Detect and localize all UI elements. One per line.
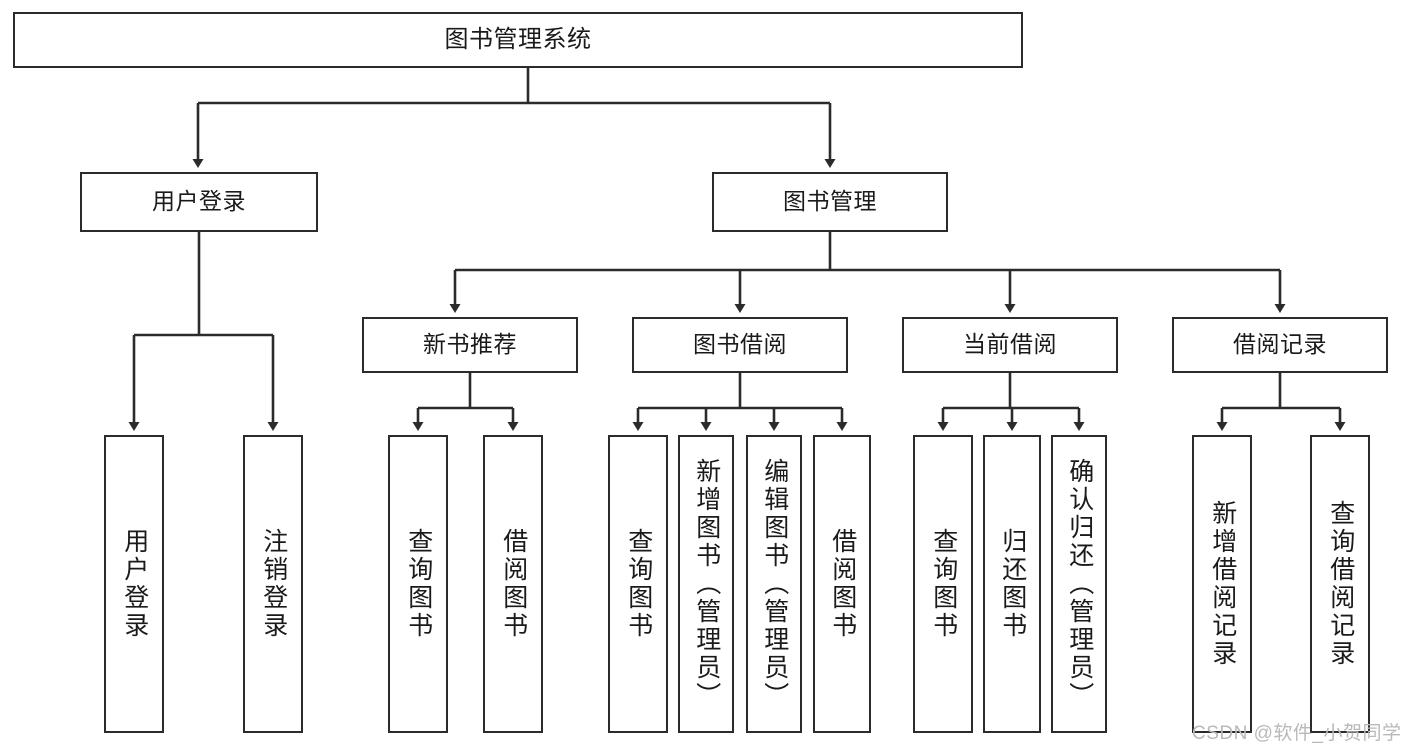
leaf-node-label: 编辑图书（管理员）: [760, 458, 789, 710]
leaf-node-label: 查询图书: [404, 528, 433, 640]
leaf-node[interactable]: 注销登录: [243, 435, 303, 733]
node-book-borrow[interactable]: 图书借阅: [632, 317, 848, 373]
node-borrow-records-label: 借阅记录: [1233, 331, 1327, 358]
node-new-book-recommend-label: 新书推荐: [423, 331, 517, 358]
leaf-node[interactable]: 查询借阅记录: [1310, 435, 1370, 733]
leaf-node[interactable]: 用户登录: [104, 435, 164, 733]
leaf-node-label: 查询借阅记录: [1326, 500, 1355, 668]
node-book-borrow-label: 图书借阅: [693, 331, 787, 358]
leaf-node[interactable]: 编辑图书（管理员）: [746, 435, 802, 733]
node-book-management[interactable]: 图书管理: [712, 172, 948, 232]
leaf-node[interactable]: 查询图书: [388, 435, 448, 733]
leaf-node-label: 借阅图书: [828, 528, 857, 640]
node-root[interactable]: 图书管理系统: [13, 12, 1023, 68]
node-user-login[interactable]: 用户登录: [80, 172, 318, 232]
node-user-login-label: 用户登录: [152, 188, 246, 215]
leaf-node-label: 查询图书: [624, 528, 653, 640]
leaf-node-label: 借阅图书: [499, 528, 528, 640]
node-current-borrow-label: 当前借阅: [963, 331, 1057, 358]
node-new-book-recommend[interactable]: 新书推荐: [362, 317, 578, 373]
leaf-node[interactable]: 确认归还（管理员）: [1051, 435, 1107, 733]
node-root-label: 图书管理系统: [444, 25, 592, 53]
leaf-node[interactable]: 查询图书: [913, 435, 973, 733]
node-current-borrow[interactable]: 当前借阅: [902, 317, 1118, 373]
leaf-node[interactable]: 查询图书: [608, 435, 668, 733]
leaf-node-label: 确认归还（管理员）: [1065, 458, 1094, 710]
leaf-node-label: 新增图书（管理员）: [692, 458, 721, 710]
leaf-node[interactable]: 新增图书（管理员）: [678, 435, 734, 733]
node-borrow-records[interactable]: 借阅记录: [1172, 317, 1388, 373]
leaf-node-label: 查询图书: [929, 528, 958, 640]
leaf-node[interactable]: 借阅图书: [813, 435, 871, 733]
leaf-node[interactable]: 借阅图书: [483, 435, 543, 733]
leaf-node-label: 用户登录: [120, 528, 149, 640]
leaf-node-label: 归还图书: [998, 528, 1027, 640]
leaf-node[interactable]: 归还图书: [983, 435, 1041, 733]
leaf-node[interactable]: 新增借阅记录: [1192, 435, 1252, 733]
leaf-node-label: 新增借阅记录: [1208, 500, 1237, 668]
leaf-node-label: 注销登录: [259, 528, 288, 640]
node-book-management-label: 图书管理: [783, 188, 877, 215]
